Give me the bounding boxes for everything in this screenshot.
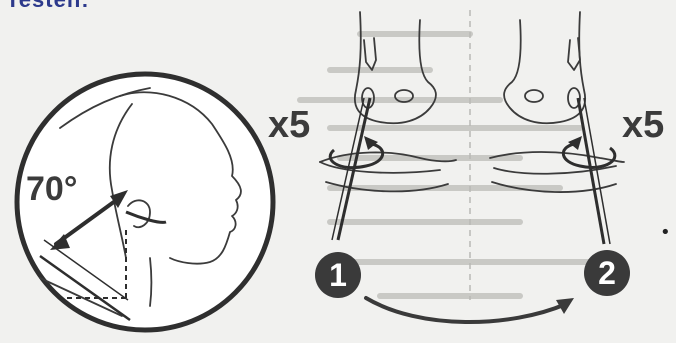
step-arrow	[366, 298, 566, 322]
rotation-count-left: x5	[268, 104, 310, 147]
rotation-count-right: x5	[622, 104, 664, 147]
step-2-badge: 2	[584, 250, 630, 296]
step-1-badge: 1	[315, 252, 361, 298]
bullet-dot: •	[660, 222, 671, 243]
section-heading: Testen:	[6, 0, 90, 13]
angle-label: 70°	[26, 170, 77, 209]
